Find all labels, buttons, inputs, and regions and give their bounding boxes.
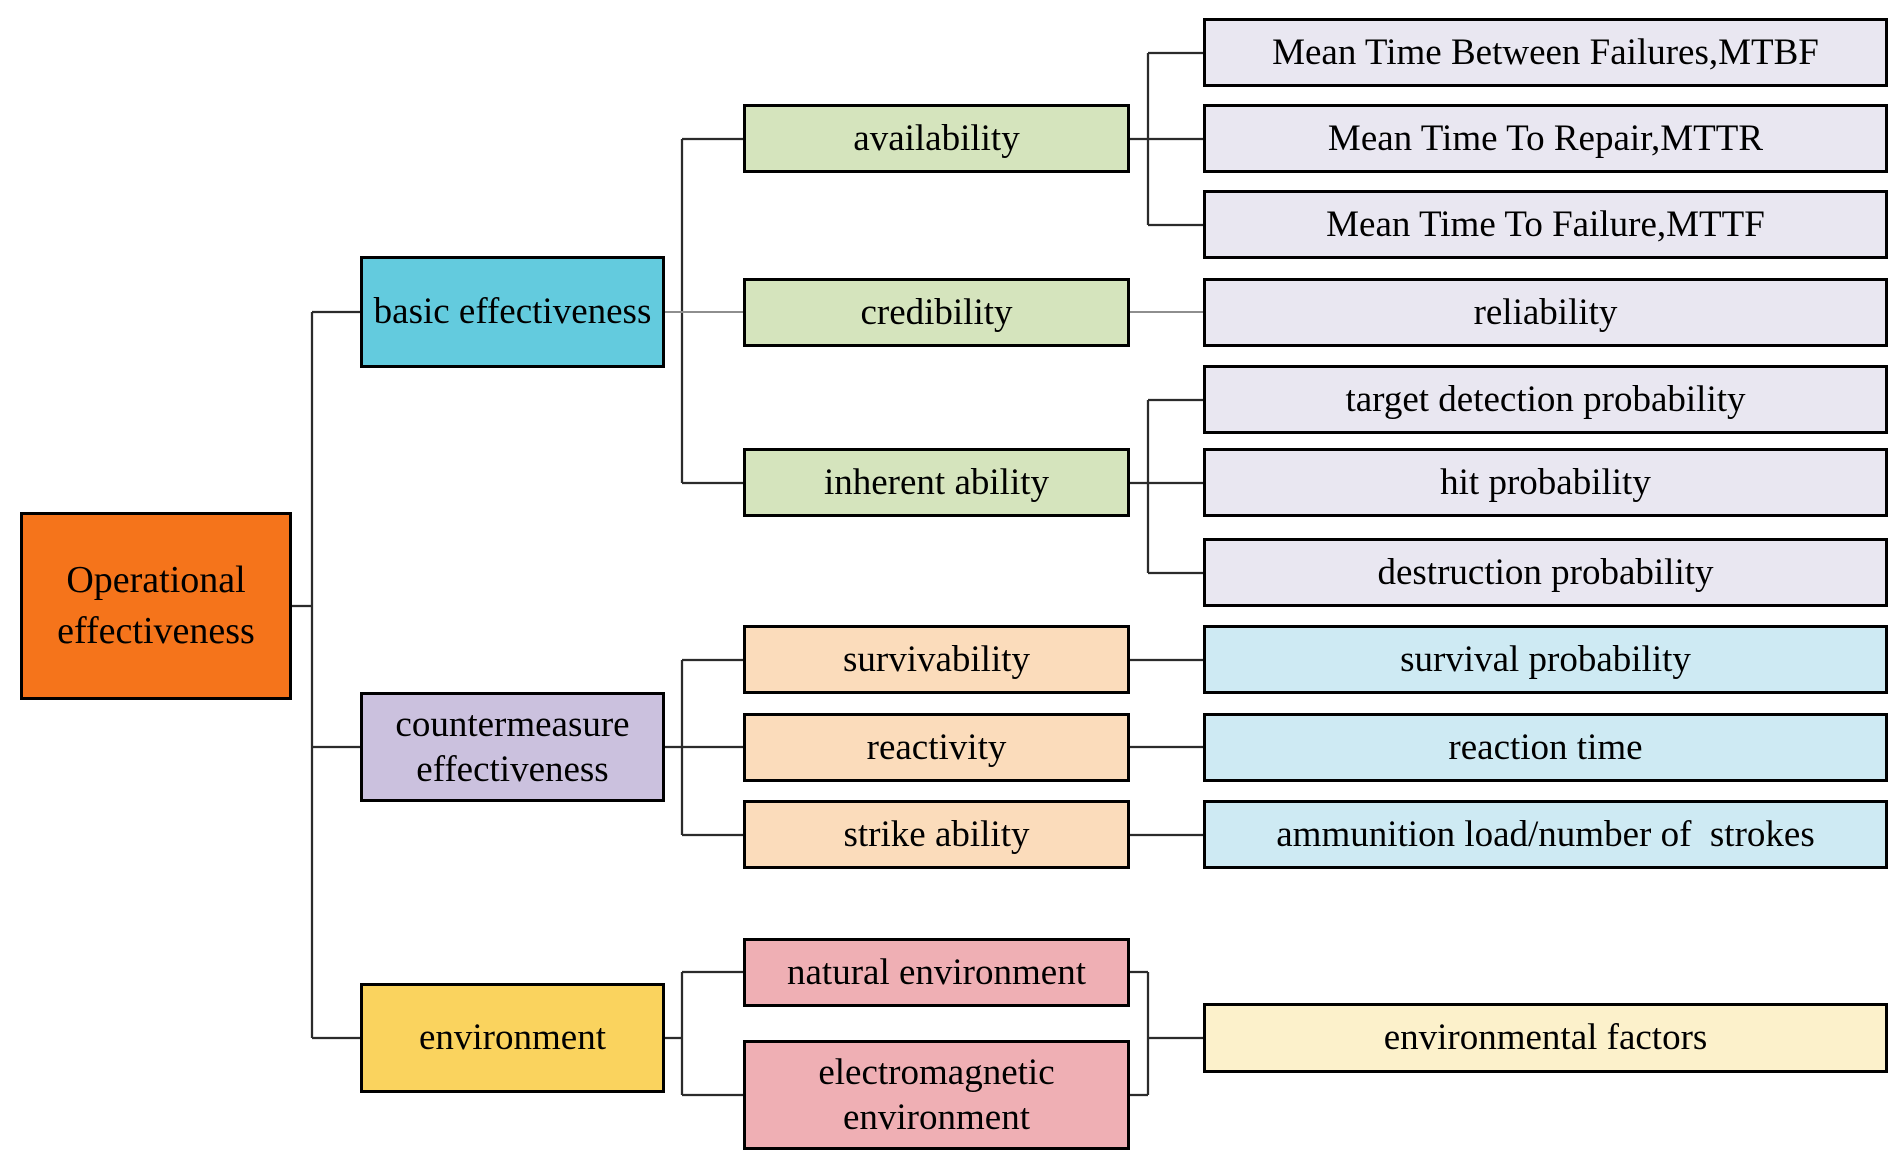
node-inherent-ability: inherent ability bbox=[743, 448, 1130, 517]
node-label: environment bbox=[418, 1017, 606, 1059]
node-label: target detection probability bbox=[1345, 378, 1746, 420]
node-label: reactivity bbox=[866, 726, 1007, 768]
node-mttr: Mean Time To Repair,MTTR bbox=[1203, 104, 1888, 173]
edge-environment-bracket bbox=[665, 970, 743, 1097]
edge-environments-factors bbox=[1130, 970, 1203, 1097]
node-availability: availability bbox=[743, 104, 1130, 173]
node-destruction-probability: destruction probability bbox=[1203, 538, 1888, 607]
node-label: Mean Time To Failure,MTTF bbox=[1326, 203, 1765, 245]
node-label: destruction probability bbox=[1377, 551, 1714, 593]
node-label: hit probability bbox=[1440, 461, 1651, 503]
node-environment: environment bbox=[360, 983, 665, 1093]
node-label: electromagnetic environment bbox=[818, 1051, 1064, 1138]
node-label: inherent ability bbox=[823, 461, 1050, 503]
node-hit-probability: hit probability bbox=[1203, 448, 1888, 517]
node-reactivity: reactivity bbox=[743, 713, 1130, 782]
node-survival-probability: survival probability bbox=[1203, 625, 1888, 694]
node-label: availability bbox=[853, 117, 1020, 159]
node-reaction-time: reaction time bbox=[1203, 713, 1888, 782]
edge-availability-leaves bbox=[1130, 51, 1203, 227]
node-label: credibility bbox=[860, 291, 1013, 333]
edge-root-trunk bbox=[292, 310, 360, 1040]
edge-countermeasure-bracket bbox=[665, 658, 743, 837]
node-label: basic effectiveness bbox=[373, 291, 652, 333]
node-natural-environment: natural environment bbox=[743, 938, 1130, 1007]
node-reliability: reliability bbox=[1203, 278, 1888, 347]
node-label: ammunition load/number of strokes bbox=[1276, 813, 1815, 855]
node-label: survivability bbox=[842, 638, 1031, 680]
node-label: strike ability bbox=[843, 813, 1030, 855]
node-operational-effectiveness: Operational effectiveness bbox=[20, 512, 292, 700]
node-survivability: survivability bbox=[743, 625, 1130, 694]
node-label: Mean Time To Repair,MTTR bbox=[1327, 117, 1764, 159]
node-label: Operational effectiveness bbox=[57, 558, 256, 652]
node-label: environmental factors bbox=[1383, 1017, 1708, 1059]
node-label: survival probability bbox=[1400, 638, 1691, 680]
node-strike-ability: strike ability bbox=[743, 800, 1130, 869]
node-credibility: credibility bbox=[743, 278, 1130, 347]
node-mtbf: Mean Time Between Failures,MTBF bbox=[1203, 18, 1888, 87]
node-electromagnetic-environment: electromagnetic environment bbox=[743, 1040, 1130, 1150]
node-label: reliability bbox=[1473, 291, 1618, 333]
node-label: countermeasure effectiveness bbox=[395, 703, 639, 790]
node-mttf: Mean Time To Failure,MTTF bbox=[1203, 190, 1888, 259]
node-label: natural environment bbox=[787, 951, 1086, 993]
node-label: Mean Time Between Failures,MTBF bbox=[1272, 31, 1819, 73]
node-basic-effectiveness: basic effectiveness bbox=[360, 256, 665, 368]
edge-countermeasure-leaves bbox=[1130, 658, 1203, 837]
node-ammunition-load: ammunition load/number of strokes bbox=[1203, 800, 1888, 869]
edge-inherent-leaves bbox=[1130, 398, 1203, 575]
node-target-detection-probability: target detection probability bbox=[1203, 365, 1888, 434]
node-label: reaction time bbox=[1448, 726, 1643, 768]
node-environmental-factors: environmental factors bbox=[1203, 1003, 1888, 1073]
node-countermeasure-effectiveness: countermeasure effectiveness bbox=[360, 692, 665, 802]
